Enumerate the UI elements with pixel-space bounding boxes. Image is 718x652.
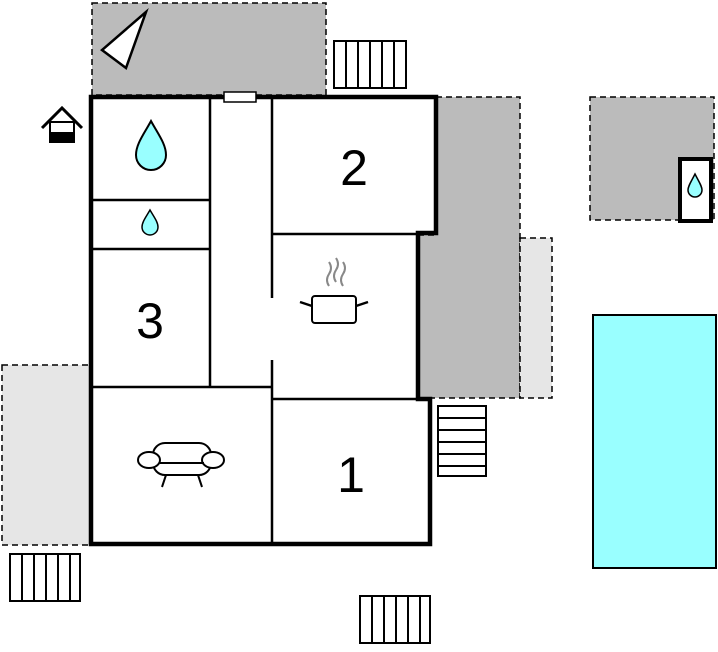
terrace-west-light: [1, 364, 91, 546]
sofa-icon: [137, 442, 225, 488]
cooking-pot-icon: [299, 257, 369, 324]
terrace-east-light: [519, 237, 553, 399]
window: [223, 91, 257, 103]
outdoor-furniture-southwest: [9, 553, 81, 602]
room-number-3: 3: [136, 293, 164, 349]
water-drop-icon: [134, 118, 168, 171]
house-icon: [40, 105, 84, 143]
north-arrow-icon: [100, 7, 149, 71]
interior-walls: [91, 97, 430, 544]
room-number-1: 1: [337, 447, 365, 503]
terrace-east: [417, 96, 521, 399]
swimming-pool: [592, 314, 717, 569]
outdoor-furniture-north: [333, 40, 407, 89]
outdoor-furniture-south: [359, 595, 431, 644]
water-drop-icon: [687, 172, 703, 198]
water-drop-icon: [141, 208, 159, 236]
room-number-2: 2: [340, 140, 368, 196]
outdoor-furniture-east: [437, 405, 487, 477]
